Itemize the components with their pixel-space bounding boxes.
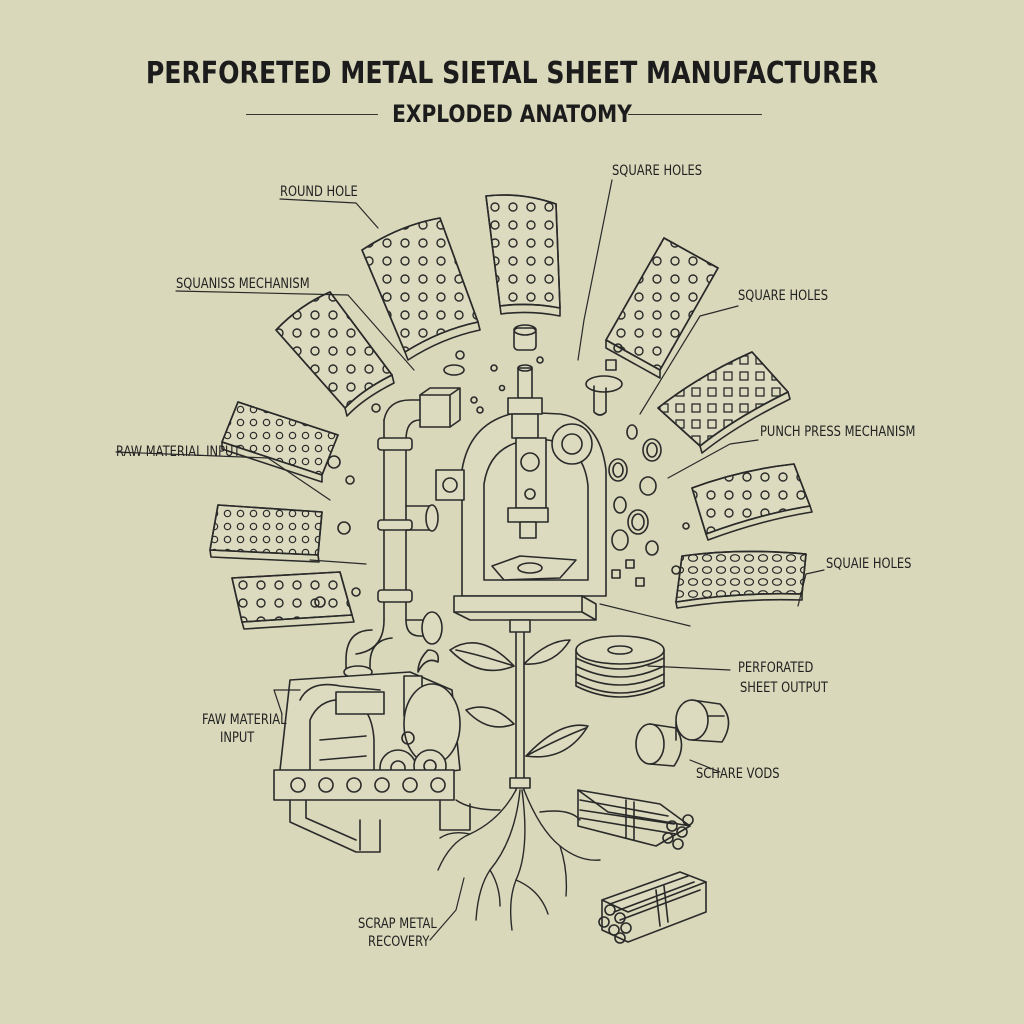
sheet-left-4 xyxy=(209,504,323,563)
label-square-holes-top: SQUARE HOLES xyxy=(612,163,703,179)
label-schare-vods: SCHARE VODS xyxy=(696,766,780,782)
diagram-title: PERFORETED METAL SIETAL SHEET MANUFACTUR… xyxy=(145,56,879,91)
punch-press xyxy=(435,364,607,791)
label-punch-press-mechanism: PUNCH PRESS MECHANISM xyxy=(760,424,916,440)
label-raw-material-input-bottom-2: INPUT xyxy=(220,730,255,746)
label-squaniss-mechanism: SQUANISS MECHANISM xyxy=(176,276,310,292)
sheet-left-5 xyxy=(231,571,355,630)
subtitle-rule-right xyxy=(628,114,762,115)
label-perforated-output-1: PERFORATED xyxy=(738,660,814,676)
subtitle-rule-left xyxy=(246,114,378,115)
sheet-squaie-holes xyxy=(675,550,807,609)
pipe-system xyxy=(343,387,461,679)
floating-parts xyxy=(314,324,690,608)
sheet-top-center xyxy=(485,194,561,317)
sheet-round-hole-top xyxy=(361,217,481,361)
label-squaie-holes: SQUAIE HOLES xyxy=(826,556,912,572)
label-square-holes-mid: SQUARE HOLES xyxy=(738,288,829,304)
raw-material-machine xyxy=(273,649,471,853)
label-raw-material-input-bottom-1: FAW MATERIAL xyxy=(202,712,287,728)
label-scrap-metal-2: RECOVERY xyxy=(368,934,430,950)
sheet-left-3 xyxy=(221,401,339,483)
label-round-hole: ROUND HOLE xyxy=(280,184,358,200)
leader-lines xyxy=(115,179,825,941)
label-scrap-metal-1: SCRAP METAL xyxy=(358,916,437,932)
rod-cylinders xyxy=(635,699,730,767)
plant-roots xyxy=(437,789,601,931)
coil-stack xyxy=(575,635,665,698)
sheet-squaniss xyxy=(275,291,395,417)
label-raw-material-input-top: RAW MATERIAL INPUT xyxy=(116,444,241,460)
diagram-subtitle: EXPLODED ANATOMY xyxy=(392,100,632,128)
sheet-punch-right xyxy=(691,463,813,541)
sheet-square-holes-mid xyxy=(657,351,791,454)
sheet-square-holes-top xyxy=(605,237,719,379)
plant-leaves xyxy=(449,639,589,758)
label-perforated-output-2: SHEET OUTPUT xyxy=(740,680,828,696)
rod-bundle-upper xyxy=(577,789,694,850)
rod-bundle-lower xyxy=(598,871,707,944)
